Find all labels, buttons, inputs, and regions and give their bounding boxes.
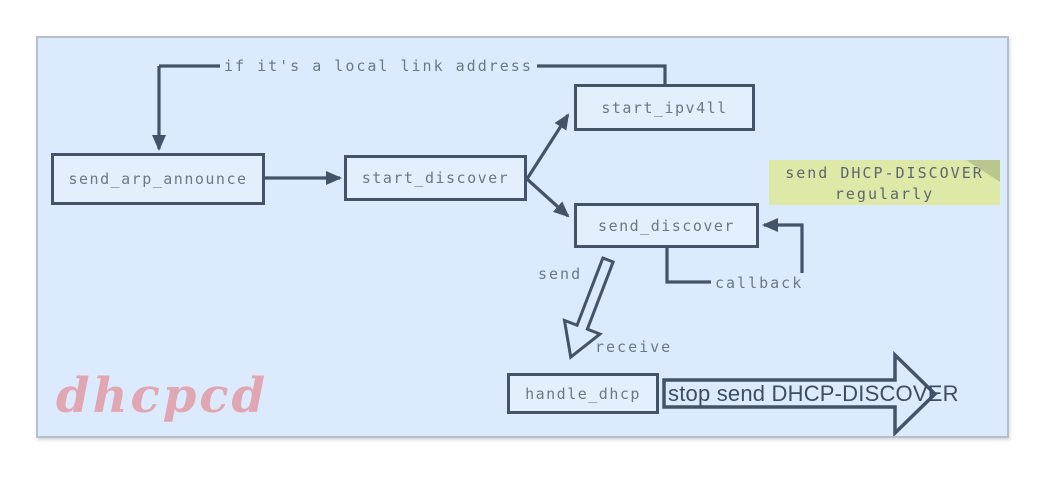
node-send-arp-announce: send_arp_announce <box>51 153 265 205</box>
hollow-send-receive-arrow <box>562 256 616 360</box>
sticky-note-line1: send DHCP-DISCOVER <box>785 164 984 182</box>
node-label: start_discover <box>361 169 510 187</box>
sticky-note: send DHCP-DISCOVER regularly <box>769 160 1000 205</box>
label-send: send <box>538 265 583 283</box>
dhcpcd-watermark: dhcpcd <box>56 368 269 424</box>
node-start-ipv4ll: start_ipv4ll <box>574 84 755 131</box>
node-label: send_arp_announce <box>68 170 248 188</box>
sticky-note-line2: regularly <box>834 185 935 203</box>
arrow-start-discover-to-send-discover <box>525 177 570 218</box>
node-start-discover: start_discover <box>344 155 527 201</box>
node-send-discover: send_discover <box>574 203 759 248</box>
label-callback: callback <box>711 273 808 293</box>
node-label: handle_dhcp <box>525 384 641 403</box>
node-label: start_ipv4ll <box>601 98 728 117</box>
label-receive: receive <box>595 338 673 356</box>
stop-discover-arrow <box>662 350 938 436</box>
label-local-link-condition: if it's a local link address <box>220 56 537 76</box>
stop-discover-arrow-label: stop send DHCP-DISCOVER <box>668 381 959 406</box>
node-label: send_discover <box>598 216 735 235</box>
diagram-panel: send_arp_announce start_discover start_i… <box>36 36 1009 438</box>
arrow-start-discover-to-ipv4ll <box>525 113 570 180</box>
node-handle-dhcp: handle_dhcp <box>507 373 659 414</box>
